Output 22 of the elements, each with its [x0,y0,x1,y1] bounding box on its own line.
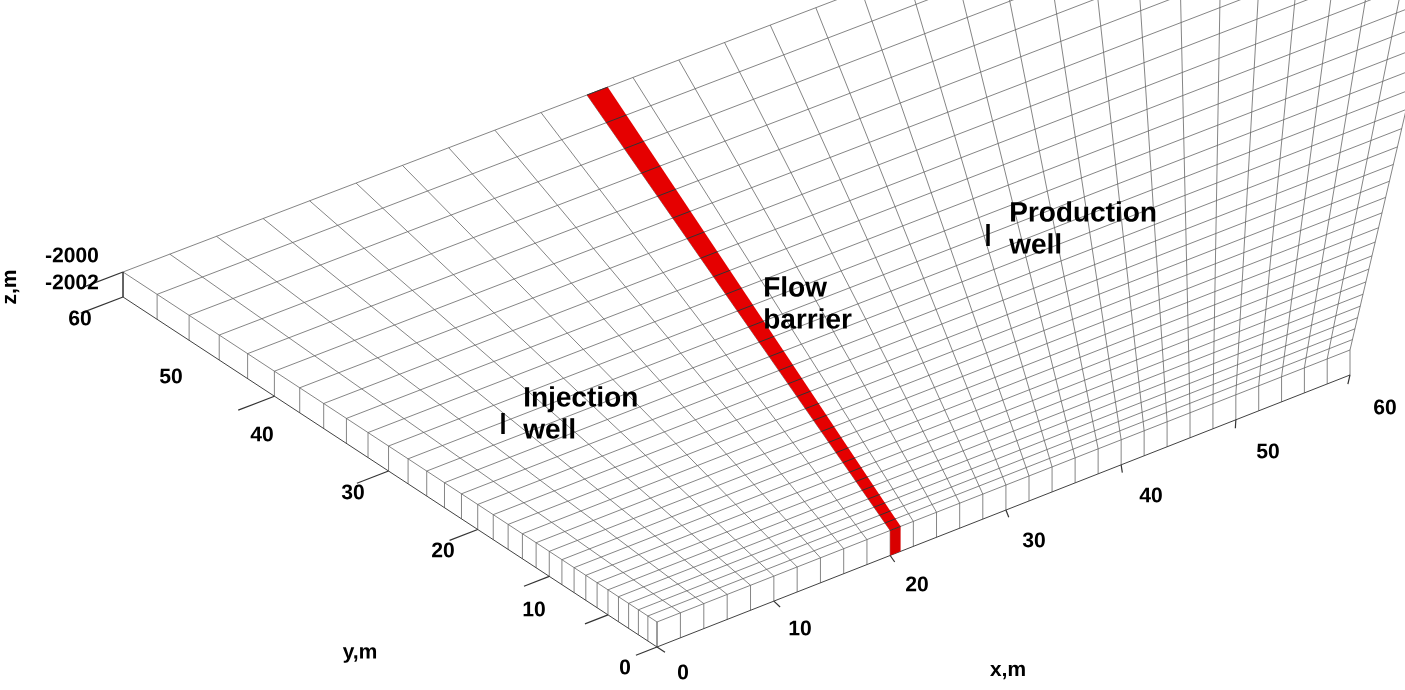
tick-label: -2000 [45,247,98,263]
barrier-label: Flow barrier [765,276,852,329]
tick-label: 10 [523,601,545,617]
tick-label: 30 [1022,532,1045,548]
well-label: Injection well [523,386,637,439]
tick-label: 20 [432,542,454,558]
axis-label: z,m [4,270,20,304]
axis-label: y,m [342,647,377,663]
tick-label: 60 [69,310,91,326]
tick-label: -2002 [45,274,98,290]
axis-label: x,m [990,664,1025,680]
tick-label: 50 [1256,443,1279,459]
tick-label: 40 [1139,487,1162,503]
tick-label: 30 [341,484,364,500]
tick-label: 50 [160,368,182,384]
tick-label: 20 [906,576,928,592]
well-label: Production well [1009,201,1156,254]
tick-label: 10 [789,620,811,636]
tick-label: 0 [678,664,688,680]
tick-label: 0 [620,659,630,675]
tick-label: 40 [250,426,273,442]
tick-label: 60 [1374,399,1396,415]
